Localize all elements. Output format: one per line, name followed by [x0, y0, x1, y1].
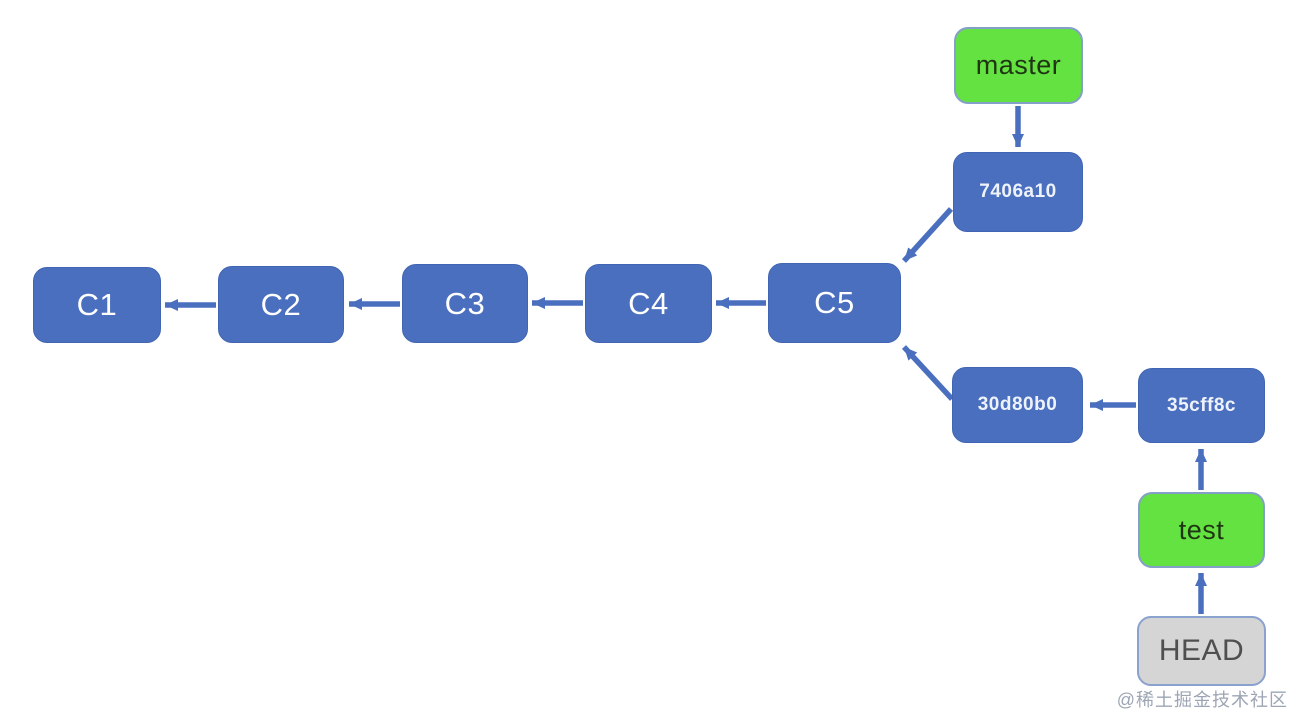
watermark: @稀土掘金技术社区: [1116, 690, 1288, 710]
commit-node-c5: C5: [768, 263, 901, 343]
ref-node-test: test: [1138, 492, 1265, 568]
commit-node-7406a10: 7406a10: [953, 152, 1083, 232]
commit-node-c3: C3: [402, 264, 528, 343]
commit-node-c4: C4: [585, 264, 712, 343]
commit-node-35cff8c: 35cff8c: [1138, 368, 1265, 443]
edge-30d80b0-to-c5: [901, 345, 955, 401]
commit-node-c2: C2: [218, 266, 344, 343]
commit-node-c1: C1: [33, 267, 161, 343]
ref-node-head: HEAD: [1137, 616, 1266, 686]
ref-node-master: master: [954, 27, 1083, 104]
commit-node-30d80b0: 30d80b0: [952, 367, 1083, 443]
edge-7406a10-to-c5: [901, 207, 954, 263]
